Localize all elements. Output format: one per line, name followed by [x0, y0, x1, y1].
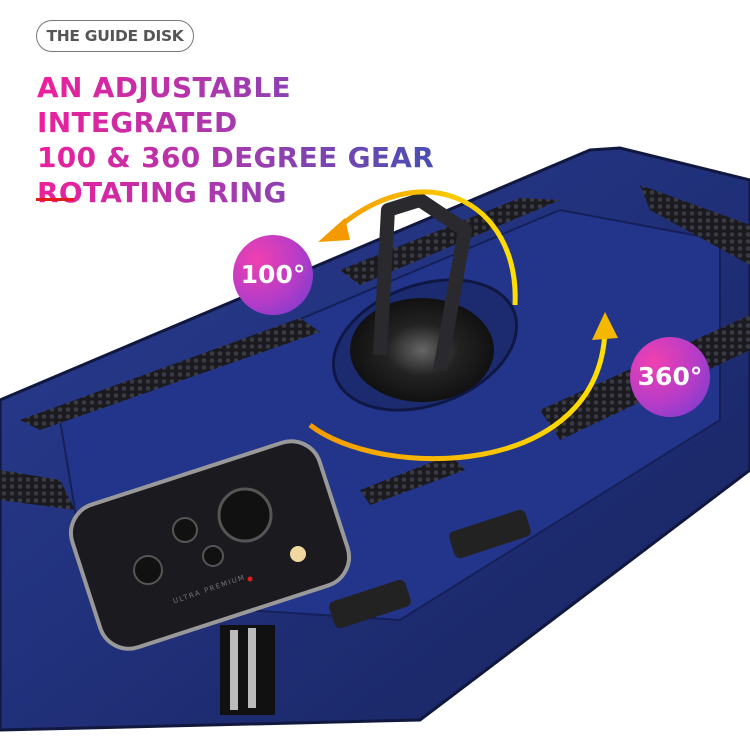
headline-line: ROTATING RING	[37, 176, 287, 209]
grip-strip	[0, 470, 75, 510]
camera-lens	[172, 517, 198, 543]
ring-disk	[350, 298, 494, 402]
accent-divider	[36, 198, 74, 201]
camera-lens	[202, 545, 224, 567]
camera-lens	[217, 487, 273, 543]
grip-strip	[20, 318, 320, 430]
side-button	[449, 509, 531, 559]
headline-line: AN ADJUSTABLE INTEGRATED	[37, 71, 291, 139]
ring-loop	[373, 193, 472, 372]
headline: AN ADJUSTABLE INTEGRATED 100 & 360 DEGRE…	[37, 70, 497, 210]
guide-disk-tag: THE GUIDE DISK	[36, 20, 194, 52]
grip-strip	[340, 198, 560, 285]
tilt-arrow	[328, 189, 518, 306]
kickstand-vents	[220, 625, 275, 715]
tilt-angle-badge: 100°	[233, 235, 313, 315]
rotation-arrow	[308, 329, 608, 462]
camera-module	[68, 439, 352, 651]
headline-line: 100 & 360 DEGREE GEAR	[37, 141, 435, 174]
camera-lens	[133, 555, 163, 585]
side-button	[329, 579, 411, 629]
grip-strip	[360, 455, 465, 505]
rotation-angle-badge: 360°	[630, 337, 710, 417]
flash	[290, 546, 306, 562]
grip-strip	[640, 185, 750, 265]
